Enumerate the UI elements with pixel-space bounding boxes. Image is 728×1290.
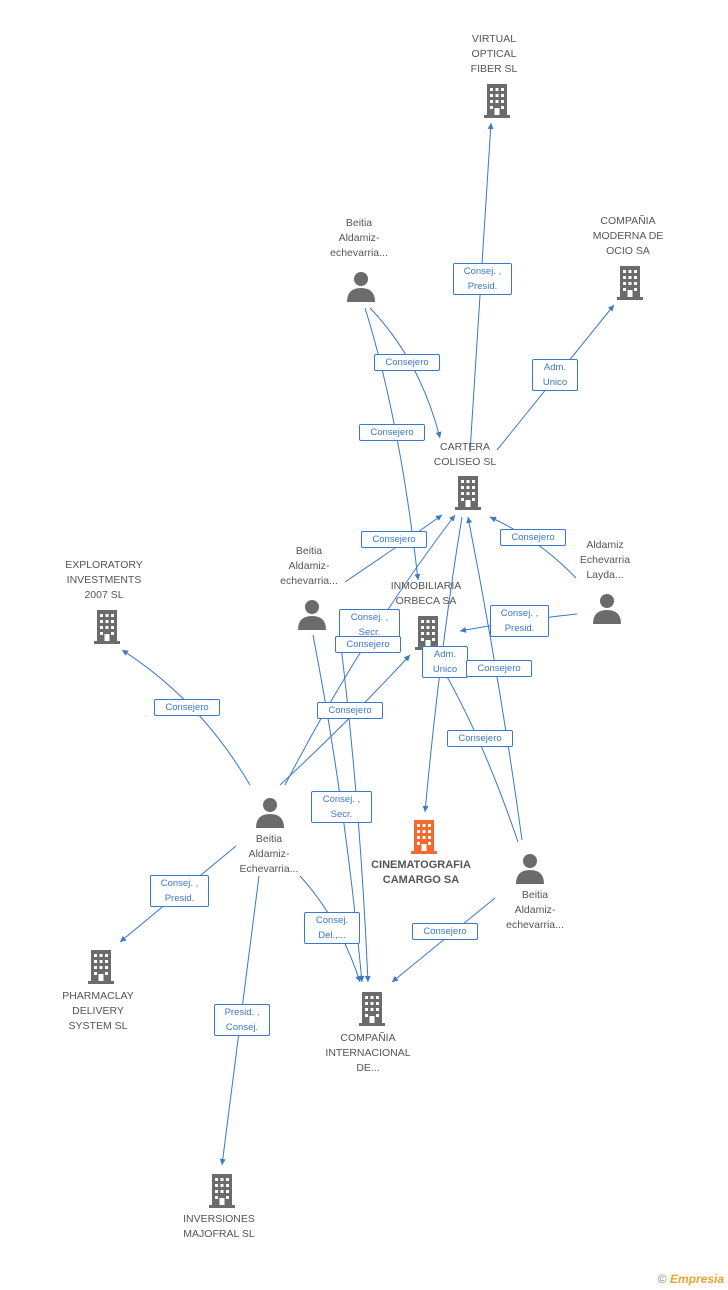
node-virtual-optical-fiber[interactable]: VIRTUAL OPTICAL FIBER SL — [470, 33, 518, 75]
edge-label-consejero: Consejero — [359, 424, 425, 441]
edge-label-consejero: Consejero — [335, 636, 401, 653]
edge-label-consej-secr: Consej. , Secr. — [339, 609, 400, 641]
edge-label-consej-del: Consej. Del.,... — [304, 912, 360, 944]
edge-label-consej-secr: Consej. , Secr. — [311, 791, 372, 823]
person-icon — [516, 854, 544, 884]
node-cinematografia-camargo[interactable]: CINEMATOGRAFIA CAMARGO SA — [371, 859, 471, 886]
edge-beitiaright-cartera — [466, 516, 523, 841]
node-aldamiz-echevarria[interactable]: Aldamiz Echevarria Layda... — [579, 539, 631, 581]
edge-label-consejero: Consejero — [412, 923, 478, 940]
node-inversiones-majofral[interactable]: INVERSIONES MAJOFRAL SL — [183, 1213, 255, 1240]
edge-label-consej-presid: Consej. , Presid. — [490, 605, 549, 637]
edge-label-consejero: Consejero — [374, 354, 440, 371]
edge-beitialeft-inmobiliaria — [279, 654, 411, 786]
node-exploratory[interactable]: EXPLORATORY INVESTMENTS 2007 SL — [65, 559, 143, 601]
person-icon — [298, 600, 326, 630]
person-icon — [593, 594, 621, 624]
edge-label-consejero: Consejero — [154, 699, 220, 716]
building-icon — [455, 476, 481, 510]
building-icon — [209, 1174, 235, 1208]
node-beitia-left[interactable]: Beitia Aldamiz- Echevarria... — [239, 833, 299, 875]
footer-brand[interactable]: © Empresia — [658, 1272, 724, 1286]
node-beitia-top[interactable]: Beitia Aldamiz- echevarria... — [330, 217, 388, 259]
edge-label-consejero: Consejero — [447, 730, 513, 747]
building-icon — [88, 950, 114, 984]
edge-label-consejero: Consejero — [466, 660, 532, 677]
building-icon — [94, 610, 120, 644]
node-compania-internacional[interactable]: COMPAÑIA INTERNACIONAL DE... — [325, 1032, 411, 1074]
edge-label-consejero: Consejero — [500, 529, 566, 546]
node-compania-moderna[interactable]: COMPAÑIA MODERNA DE OCIO SA — [592, 215, 664, 257]
brand-logo: Empresia — [669, 1272, 724, 1286]
edge-label-consejero: Consejero — [361, 531, 427, 548]
edge-label-presid-consej: Presid. , Consej. — [214, 1004, 270, 1036]
building-icon — [415, 616, 441, 650]
edge-label-adm-unico: Adm. Unico — [422, 646, 468, 678]
node-cartera-coliseo[interactable]: CARTERA COLISEO SL — [433, 441, 497, 468]
edge-beitiamid-cartera — [344, 514, 443, 583]
edge-label-consejero: Consejero — [317, 702, 383, 719]
edge-beitiatop-cartera — [369, 307, 442, 439]
edge-beitialeft-exploratory — [121, 649, 251, 786]
edge-label-adm-unico: Adm. Unico — [532, 359, 578, 391]
edge-label-consej-presid: Consej. , Presid. — [453, 263, 512, 295]
edge-beitiaright-inmobiliaria — [434, 655, 519, 843]
building-icon — [484, 84, 510, 118]
building-icon-main — [411, 820, 437, 854]
edge-label-consej-presid: Consej. , Presid. — [150, 875, 209, 907]
copyright-icon: © — [657, 1272, 667, 1286]
node-inmobiliaria-orbeca[interactable]: INMOBILIARIA ORBECA SA — [390, 580, 462, 607]
building-icon — [359, 992, 385, 1026]
edge-beitiaright-internacional — [391, 897, 496, 983]
person-icon — [256, 798, 284, 828]
person-icon — [347, 272, 375, 302]
node-beitia-mid[interactable]: Beitia Aldamiz- echevarria... — [280, 545, 338, 587]
node-pharmaclay[interactable]: PHARMACLAY DELIVERY SYSTEM SL — [62, 990, 134, 1032]
building-icon — [617, 266, 643, 300]
node-beitia-right[interactable]: Beitia Aldamiz- echevarria... — [506, 889, 564, 931]
